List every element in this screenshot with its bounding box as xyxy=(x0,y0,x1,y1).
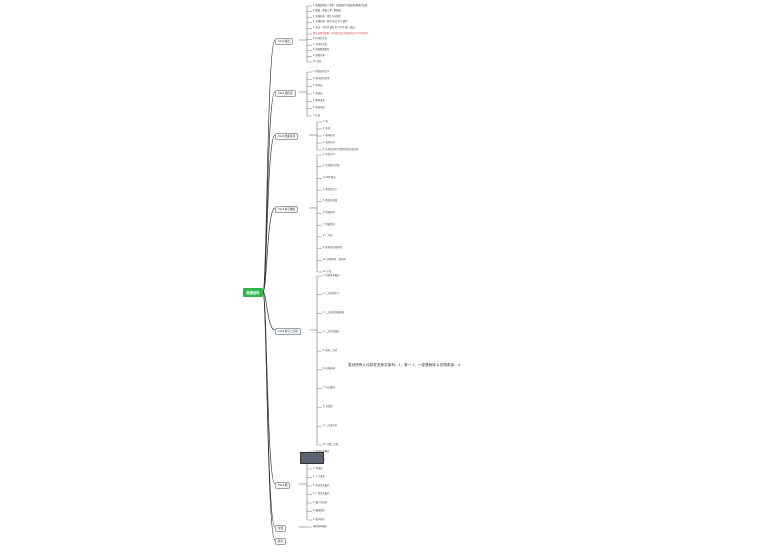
leaf-node[interactable]: 5. 数组的存储 xyxy=(323,200,338,203)
formula-node[interactable]: 若对所有 k 均存在关系式序列：1，有一 1，一定是树序 A 的导前序... e xyxy=(348,363,461,367)
leaf-node[interactable]: 10. 平衡二叉树 xyxy=(323,443,339,446)
leaf-node[interactable]: 2. 二叉树的定义 xyxy=(323,293,340,296)
leaf-node[interactable]: 1. 栈 xyxy=(323,120,328,123)
leaf-node[interactable]: 10. 对称矩阵 三角矩阵 xyxy=(323,258,346,261)
leaf-node[interactable]: 11. 小结 xyxy=(323,270,332,273)
leaf-node[interactable]: 查找基本概念 xyxy=(313,525,327,528)
leaf-node[interactable]: 1. 串的定义 xyxy=(323,153,335,156)
leaf-node[interactable]: 9. 二叉排序树 xyxy=(323,424,338,427)
leaf-node[interactable]: 8. 抽象数据类型 xyxy=(313,49,330,52)
branch-node[interactable]: 排序 xyxy=(275,537,287,545)
leaf-node[interactable]: 3. 单链表 xyxy=(313,85,323,88)
graph-figure xyxy=(300,452,324,464)
branch-node[interactable]: CH-1 绪论 xyxy=(275,37,293,45)
leaf-node[interactable]: 9. 拓扑排序 xyxy=(313,518,325,521)
leaf-node[interactable]: 7. 稀疏矩阵 xyxy=(323,223,335,226)
leaf-node[interactable]: 6. 静态链表 xyxy=(313,107,325,110)
leaf-node[interactable]: 5. 队列的应用 特殊矩阵的压缩存储 xyxy=(323,148,359,151)
leaf-node[interactable]: 9. 数据对象 xyxy=(313,54,325,57)
leaf-node[interactable]: 7. 比较 xyxy=(313,114,321,117)
leaf-node[interactable]: 2. 队列 xyxy=(323,127,331,130)
leaf-node[interactable]: 7. 哈夫曼树 xyxy=(323,387,335,390)
leaf-node[interactable]: 1. 树的基本概念 xyxy=(323,274,340,277)
leaf-node[interactable]: 3. 循环队列 xyxy=(323,134,335,137)
leaf-node[interactable]: 2. 数据、数据元素、数据项 xyxy=(313,10,341,13)
branch-node[interactable]: CH-4 串与数组 xyxy=(275,205,299,213)
branch-node[interactable]: CH-6 图 xyxy=(275,481,291,489)
leaf-node[interactable]: 1. 线性表的定义 xyxy=(313,70,330,73)
leaf-node[interactable]: 3. 逻辑结构：线性与非线性 xyxy=(313,15,341,18)
root-node[interactable]: 数据结构 xyxy=(243,288,263,297)
leaf-node[interactable]: 3. KMP 算法 xyxy=(323,176,336,179)
leaf-node[interactable]: 8. 广义表 xyxy=(323,235,333,238)
leaf-node[interactable]: 算法效率的度量：时间复杂度 空间复杂度 T(n)=O(f(n)) xyxy=(313,32,368,35)
leaf-node[interactable]: 3. 二叉树的存储结构 xyxy=(323,312,344,315)
branch-node[interactable]: 查找 xyxy=(275,524,287,532)
leaf-node[interactable]: 4. 二叉树的遍历 xyxy=(323,330,340,333)
leaf-node[interactable]: 4. 双链表 xyxy=(313,92,323,95)
leaf-node[interactable]: 6. 特殊矩阵 xyxy=(323,212,335,214)
leaf-node[interactable]: 8. 最短路径 xyxy=(313,510,325,512)
leaf-node[interactable]: 4. 存储结构：顺序 链式 索引 散列 xyxy=(313,21,348,24)
leaf-node[interactable]: 6. 树和森林 xyxy=(323,368,335,371)
leaf-node[interactable]: 5. 深度优先遍历 xyxy=(313,484,330,487)
leaf-node[interactable]: 6. 广度优先遍历 xyxy=(313,493,330,495)
leaf-node[interactable]: 1. 数据结构的三要素：逻辑结构 存储结构 数据的运算 xyxy=(313,4,368,7)
leaf-node[interactable]: 4. 十字链表 xyxy=(313,476,325,478)
leaf-node[interactable]: 10. 总结 xyxy=(313,60,322,63)
branch-node[interactable]: CH-3 栈和队列 xyxy=(275,132,299,140)
leaf-node[interactable]: 9. 矩阵的压缩存储 xyxy=(323,247,342,250)
leaf-node[interactable]: 7. 空间复杂度 xyxy=(313,43,328,46)
leaf-node[interactable]: 8. 并查集 xyxy=(323,405,333,408)
leaf-node[interactable]: 5. 算法：有穷性 确定性 可行性 输入 输出 xyxy=(313,26,355,29)
leaf-node[interactable]: 3. 邻接表 xyxy=(313,467,323,470)
branch-node[interactable]: CH-2 线性表 xyxy=(275,89,296,97)
leaf-node[interactable]: 2. 串的模式匹配 xyxy=(323,165,340,168)
leaf-node[interactable]: 5. 线索二叉树 xyxy=(323,349,338,352)
leaf-node[interactable]: 1. 图的基本概念 xyxy=(313,451,329,454)
leaf-node[interactable]: 4. 数组的定义 xyxy=(323,188,338,191)
leaf-node[interactable]: 6. 时间复杂度 xyxy=(313,38,328,41)
leaf-node[interactable]: 2. 顺序表的实现 xyxy=(313,77,330,80)
leaf-node[interactable]: 5. 循环链表 xyxy=(313,99,325,102)
leaf-node[interactable]: 4. 栈的应用 xyxy=(323,141,335,144)
branch-node[interactable]: CH-5 树与二叉树 xyxy=(275,327,301,335)
leaf-node[interactable]: 7. 最小生成树 xyxy=(313,501,328,504)
